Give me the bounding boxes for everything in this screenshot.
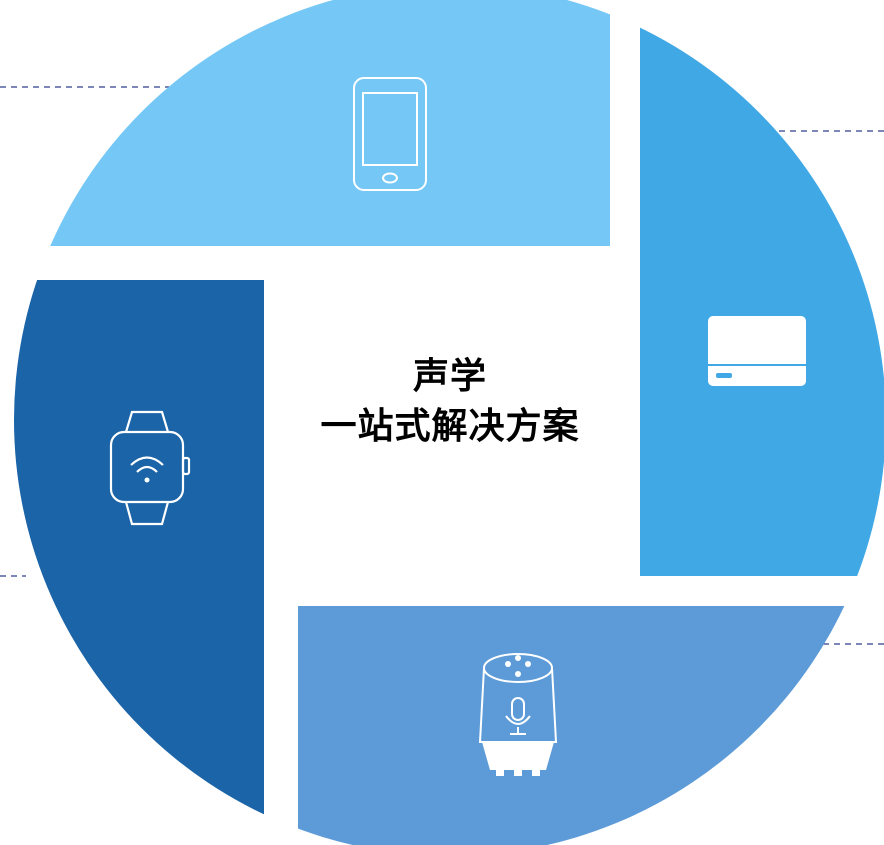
segment-bottom-right	[298, 606, 884, 845]
segment-top-left	[14, 0, 610, 246]
smartwatch-icon	[109, 410, 191, 526]
center-title: 声学 一站式解决方案	[250, 352, 650, 452]
segment-top-right	[640, 0, 884, 576]
center-title-line2: 一站式解决方案	[320, 406, 580, 447]
center-title-line1: 声学	[412, 356, 487, 397]
set-top-box-icon	[708, 316, 806, 386]
segment-left	[14, 280, 264, 845]
smart-speaker-icon	[478, 653, 558, 776]
smartphone-icon	[353, 77, 427, 191]
